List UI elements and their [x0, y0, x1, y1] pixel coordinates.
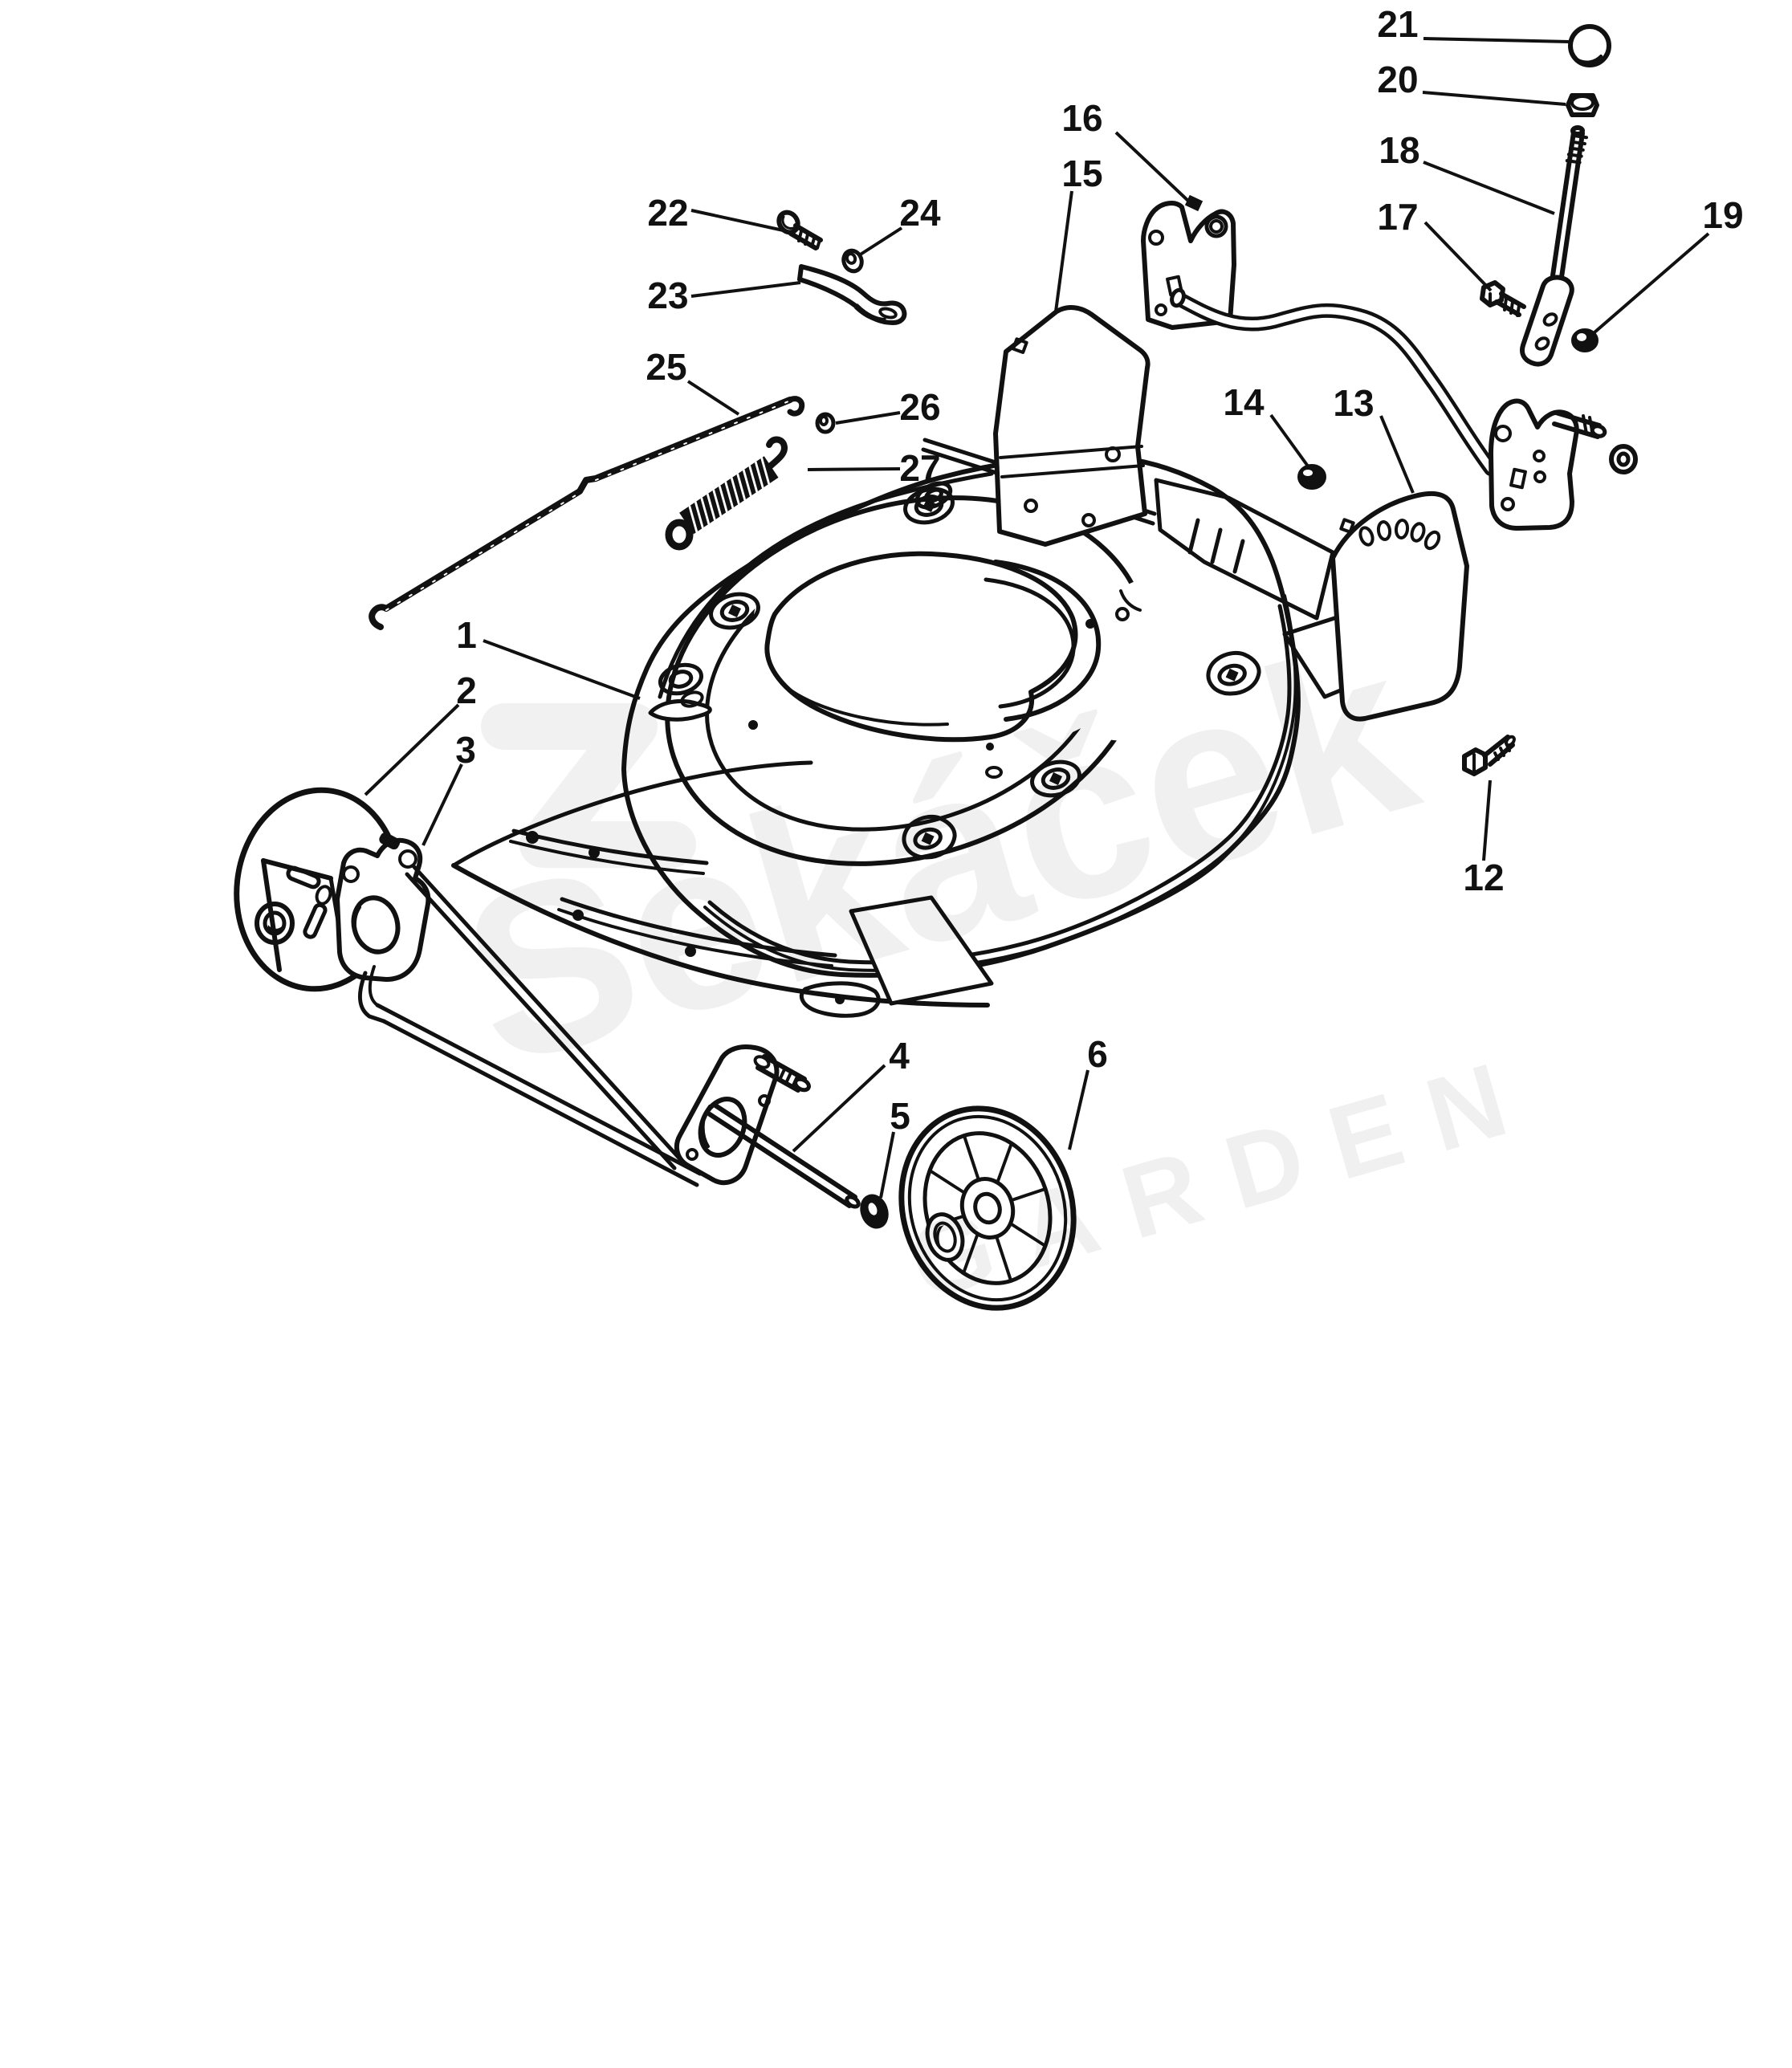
- watermark-logo: [481, 703, 696, 868]
- wheel-6: [898, 1105, 1077, 1311]
- watermark: Sekáček GARDEN: [438, 592, 1550, 1322]
- leader-line-25: [686, 380, 740, 416]
- bracket-plate-13: [1330, 491, 1469, 722]
- axle-bracket-4: [674, 1044, 861, 1209]
- axle-rod: [707, 1103, 861, 1209]
- leader-line-12: [1482, 780, 1492, 861]
- pivot-pin-13: [1552, 410, 1607, 439]
- height-adjuster-lever-3: [335, 832, 431, 982]
- leader-line-6: [1068, 1069, 1089, 1150]
- leader-line-14: [1269, 413, 1310, 469]
- leader-line-5: [879, 1131, 895, 1199]
- deck-boss: [902, 814, 957, 860]
- nut-26: [815, 412, 836, 434]
- knob-ball-21: [1568, 24, 1611, 67]
- leader-line-3: [422, 763, 463, 846]
- part-label-14: 14: [1223, 381, 1265, 423]
- leader-line-15: [1054, 190, 1073, 312]
- leader-line-19: [1593, 232, 1710, 334]
- leader-line-22: [690, 209, 788, 233]
- part-label-17: 17: [1377, 196, 1418, 238]
- leader-line-27: [807, 467, 901, 471]
- lever-bracket-23: [797, 264, 907, 325]
- washer-13: [1609, 444, 1638, 474]
- leader-line-24: [857, 226, 903, 257]
- deck-boss: [658, 662, 703, 696]
- part-label-20: 20: [1377, 59, 1418, 100]
- leader-line-23: [690, 281, 801, 298]
- deck-boss: [1206, 650, 1261, 696]
- nut-20: [1566, 93, 1599, 117]
- deck-boss: [1030, 759, 1081, 798]
- tension-spring-27: [665, 436, 788, 551]
- leader-line-26: [835, 411, 901, 425]
- part-label-19: 19: [1702, 194, 1743, 236]
- leader-line-2: [364, 703, 460, 796]
- screw-16: [1184, 194, 1203, 212]
- handle-bar: [1170, 287, 1498, 476]
- part-label-12: 12: [1463, 857, 1504, 898]
- part-label-22: 22: [647, 192, 688, 234]
- part-label-25: 25: [646, 346, 686, 388]
- adjuster-rod-18: [1520, 125, 1589, 367]
- part-label-6: 6: [1087, 1033, 1108, 1075]
- adjuster-link-bars: [357, 865, 703, 1187]
- deck-boss: [709, 592, 760, 630]
- part-label-26: 26: [899, 386, 940, 428]
- leader-line-17: [1423, 221, 1493, 292]
- bracket-plate-15: [993, 305, 1151, 547]
- part-label-16: 16: [1061, 97, 1102, 139]
- washer-5: [860, 1194, 889, 1229]
- front-apron: [451, 760, 994, 1018]
- part-label-2: 2: [456, 670, 477, 711]
- screw-22: [776, 210, 823, 250]
- part-label-4: 4: [889, 1035, 910, 1077]
- leader-line-21: [1423, 37, 1570, 43]
- part-label-24: 24: [899, 192, 941, 234]
- leader-line-20: [1422, 91, 1566, 106]
- leader-line-13: [1379, 415, 1415, 494]
- deck-housing: [451, 438, 1460, 1018]
- leader-line-4: [792, 1064, 886, 1153]
- leader-line-16: [1114, 131, 1193, 206]
- axle-pin: [753, 1054, 811, 1093]
- part-label-27: 27: [899, 447, 940, 489]
- part-label-5: 5: [890, 1095, 910, 1137]
- part-label-3: 3: [455, 729, 476, 771]
- part-label-21: 21: [1377, 3, 1418, 45]
- bracket-plate-13-right: [1489, 398, 1638, 531]
- nut-14: [1297, 464, 1326, 490]
- wheel-hub-cup: [925, 1212, 965, 1262]
- washer-24: [841, 248, 864, 274]
- part-label-1: 1: [456, 614, 477, 656]
- link-rod-25: [369, 396, 805, 630]
- part-label-13: 13: [1333, 382, 1374, 424]
- nut-19: [1571, 328, 1599, 352]
- leader-line-1: [483, 639, 641, 700]
- screw-12: [1462, 735, 1516, 776]
- leader-line-18: [1423, 161, 1555, 215]
- part-label-15: 15: [1061, 153, 1102, 194]
- part-label-18: 18: [1379, 129, 1419, 171]
- part-label-23: 23: [647, 275, 688, 316]
